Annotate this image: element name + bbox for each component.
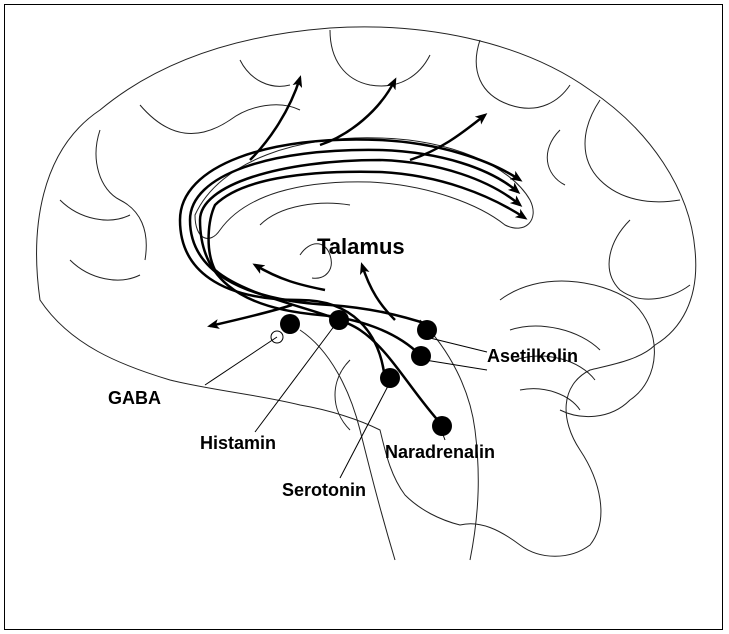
asetilkolin-nucleus-1 — [417, 320, 437, 340]
asetilkolin-nucleus-2 — [411, 346, 431, 366]
histamin-nucleus — [329, 310, 349, 330]
histamin-label: Histamin — [200, 434, 276, 452]
gaba-label: GABA — [108, 389, 161, 407]
brain-outline — [37, 27, 696, 560]
branch-arrows — [210, 78, 485, 326]
thalamus-label: Talamus — [317, 236, 405, 258]
naradrenalin-label: Naradrenalin — [385, 443, 495, 461]
serotonin-label: Serotonin — [282, 481, 366, 499]
gaba-nucleus — [280, 314, 300, 334]
asetilkolin-label: Asetilkolin — [487, 347, 578, 365]
serotonin-nucleus — [380, 368, 400, 388]
